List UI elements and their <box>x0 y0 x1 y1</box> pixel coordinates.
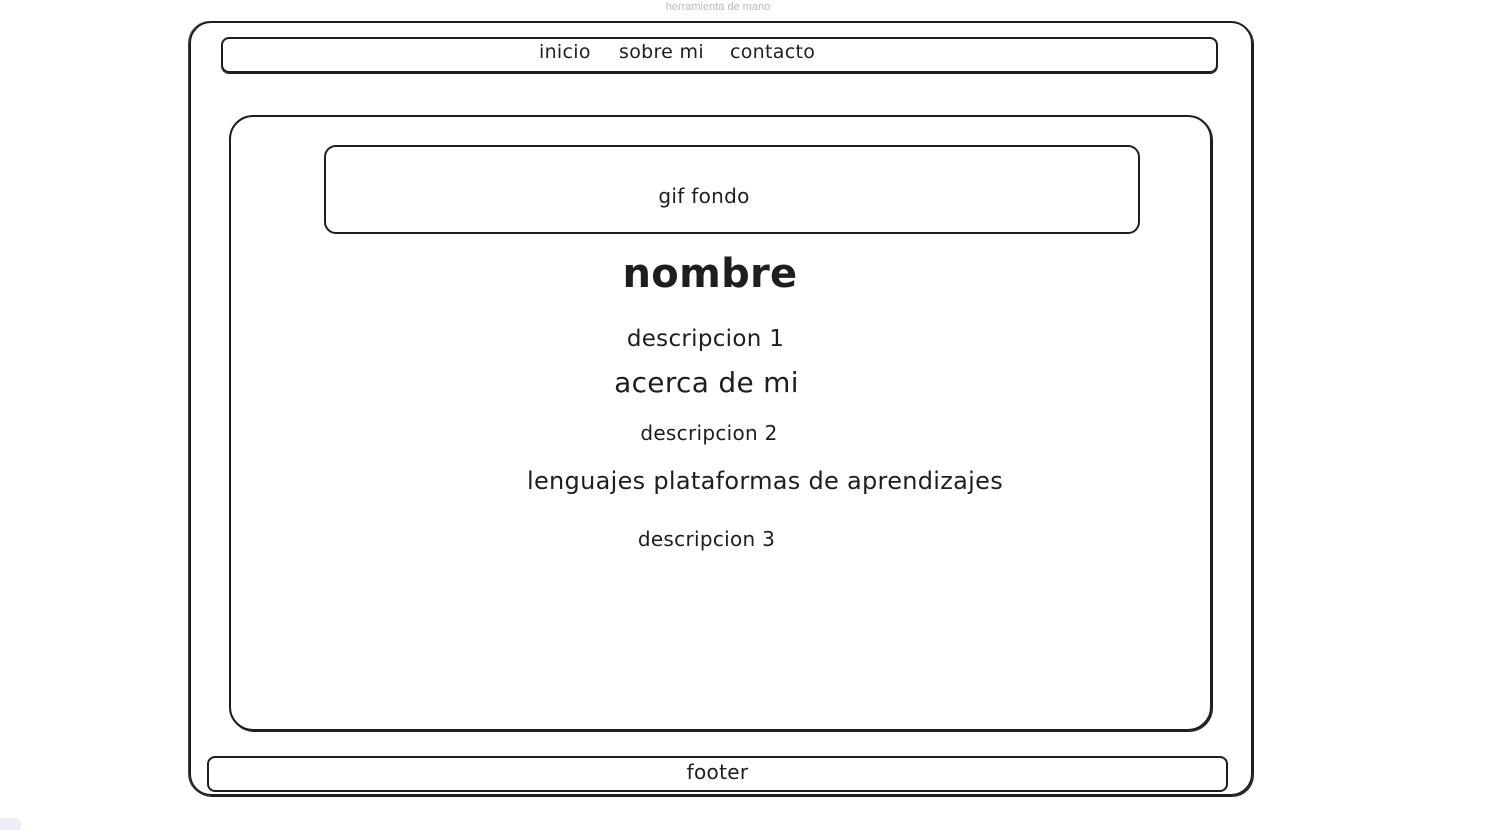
footer-bar <box>207 756 1228 792</box>
app-title: herramienta de mano <box>665 1 771 13</box>
gif-background-label: gif fondo <box>658 184 750 208</box>
nav-item-sobre-mi[interactable]: sobre mi <box>619 41 704 63</box>
corner-tab[interactable] <box>0 818 21 830</box>
description-3: descripcion 3 <box>637 527 776 551</box>
gif-background-placeholder <box>324 145 1140 234</box>
nav-item-inicio[interactable]: inicio <box>539 41 591 63</box>
name-heading: nombre <box>622 251 798 297</box>
languages-heading: lenguajes plataformas de aprendizajes <box>527 467 1004 495</box>
description-2: descripcion 2 <box>640 421 778 445</box>
page-frame <box>189 21 1253 796</box>
about-heading: acerca de mi <box>614 366 799 399</box>
nav-item-contacto[interactable]: contacto <box>730 41 816 63</box>
description-1: descripcion 1 <box>626 326 785 352</box>
main-panel <box>229 115 1212 731</box>
nav-bar <box>221 37 1218 73</box>
footer-label: footer <box>686 760 749 784</box>
